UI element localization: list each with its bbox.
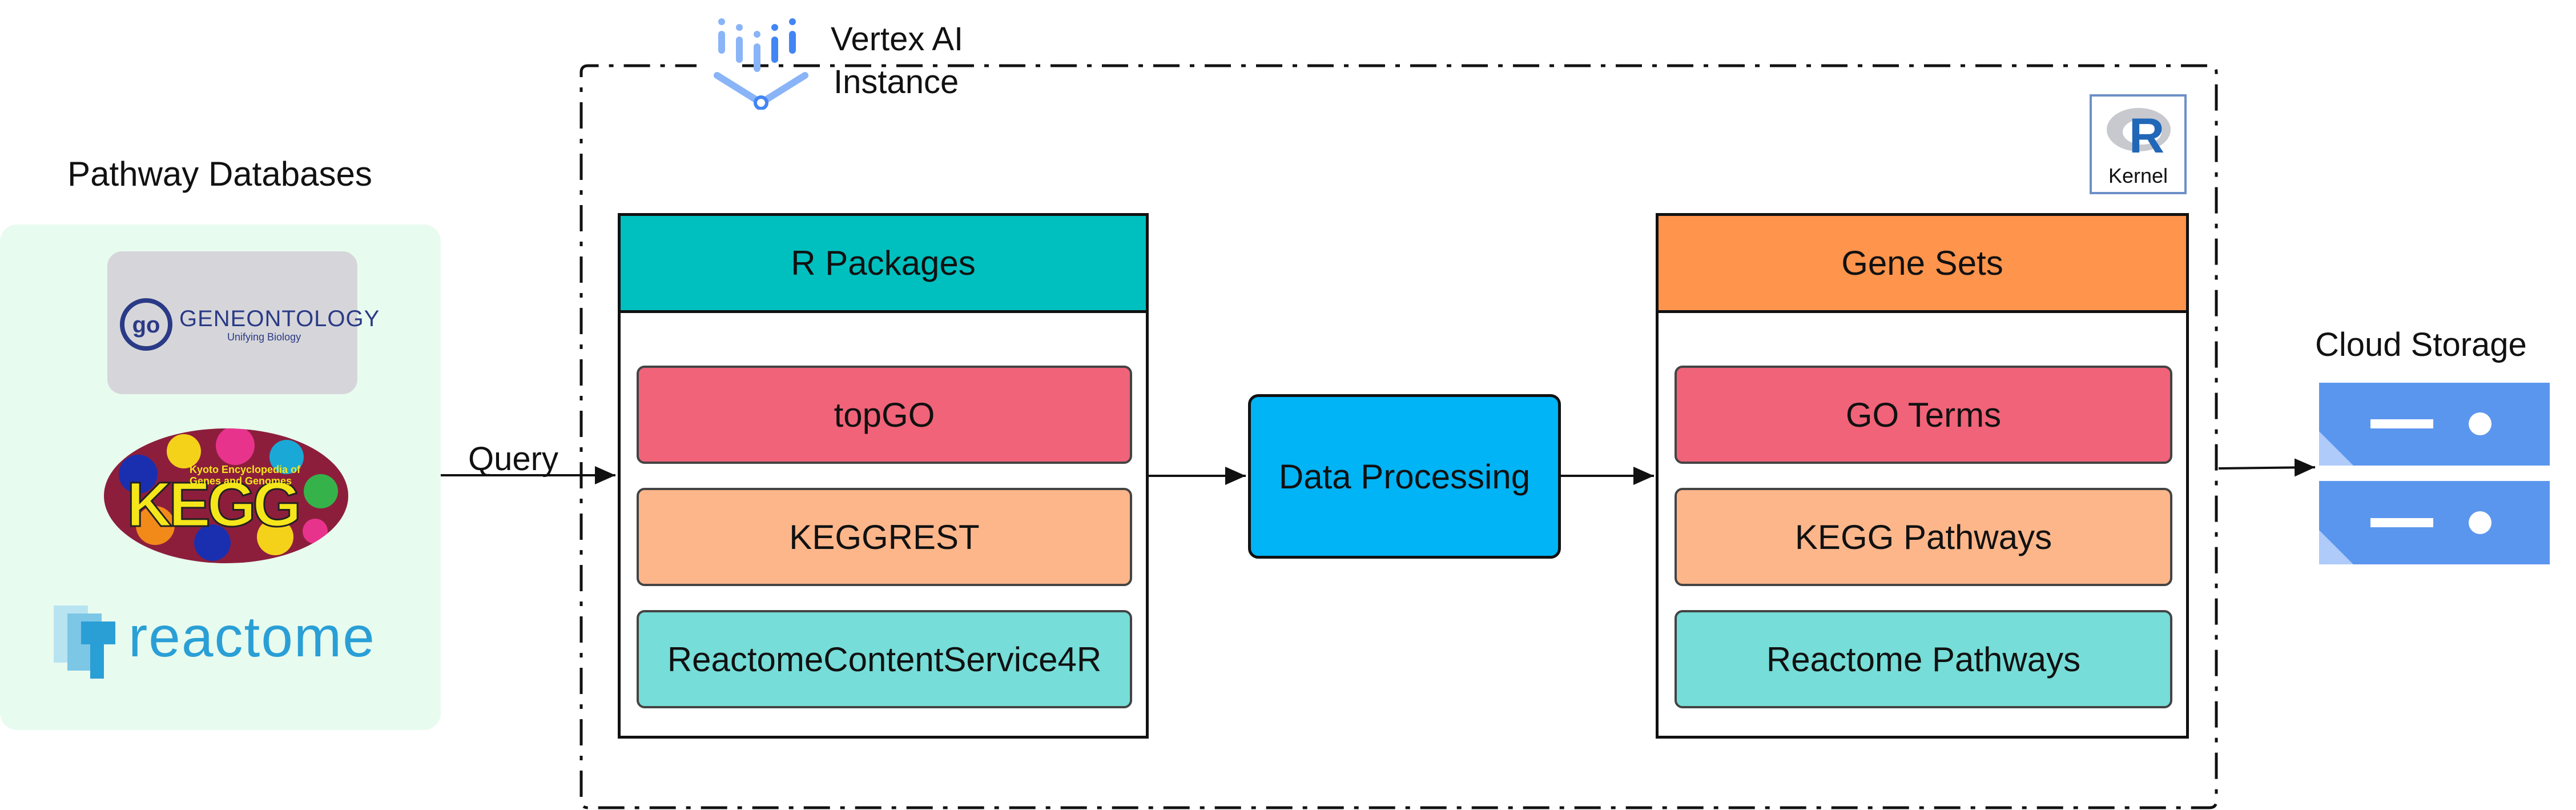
data-processing-box: Data Processing — [1248, 394, 1561, 559]
geneset-kegg-pathways: KEGG Pathways — [1675, 488, 2172, 586]
r-kernel-icon: R — [2107, 108, 2171, 159]
r-kernel-label: Kernel — [2108, 164, 2168, 187]
vertex-title-line1: Vertex AI — [831, 21, 964, 58]
cloud-storage-title: Cloud Storage — [2315, 326, 2527, 363]
kegg-logo: KEGG Kyoto Encyclopedia of Genes and Gen… — [104, 428, 348, 563]
svg-text:go: go — [132, 312, 160, 338]
geneontology-logo: go GENEONTOLOGY Unifying Biology — [107, 251, 379, 394]
geneontology-tagline: Unifying Biology — [227, 331, 301, 343]
package-topgo: topGO — [637, 366, 1132, 464]
reactome-icon — [54, 606, 115, 679]
kegg-name: KEGG — [126, 469, 303, 541]
geneset-go-terms: GO Terms — [1675, 366, 2172, 464]
kegg-pattern — [119, 428, 338, 561]
geneontology-name: GENEONTOLOGY — [179, 306, 380, 331]
vertex-title-line2: Instance — [834, 63, 959, 101]
databases-title: Pathway Databases — [67, 155, 372, 193]
svg-text:R: R — [2129, 109, 2164, 159]
gene-sets-panel: Gene Sets GO Terms KEGG Pathways Reactom… — [1656, 213, 2189, 739]
cloud-storage-icon — [2319, 383, 2550, 564]
r-kernel-badge: R Kernel — [2090, 94, 2187, 194]
geneset-reactome-pathways: Reactome Pathways — [1675, 610, 2172, 708]
storage-unit-top — [2319, 383, 2550, 466]
package-reactomecontentservice4r: ReactomeContentService4R — [637, 610, 1132, 708]
storage-unit-bottom — [2319, 481, 2550, 564]
r-packages-panel: R Packages topGO KEGGREST ReactomeConten… — [618, 213, 1149, 739]
geneontology-go-icon: go — [120, 298, 172, 351]
kegg-tagline: Kyoto Encyclopedia of Genes and Genomes — [190, 464, 301, 487]
query-label: Query — [468, 440, 558, 478]
package-keggrest: KEGGREST — [637, 488, 1132, 586]
r-packages-header: R Packages — [621, 216, 1146, 313]
vertex-ai-icon — [714, 18, 808, 110]
vertex-instance-boundary — [579, 64, 2218, 809]
reactome-name: reactome — [128, 605, 376, 669]
gene-sets-header: Gene Sets — [1659, 216, 2186, 313]
genesets-to-storage-arrow — [2218, 458, 2316, 477]
